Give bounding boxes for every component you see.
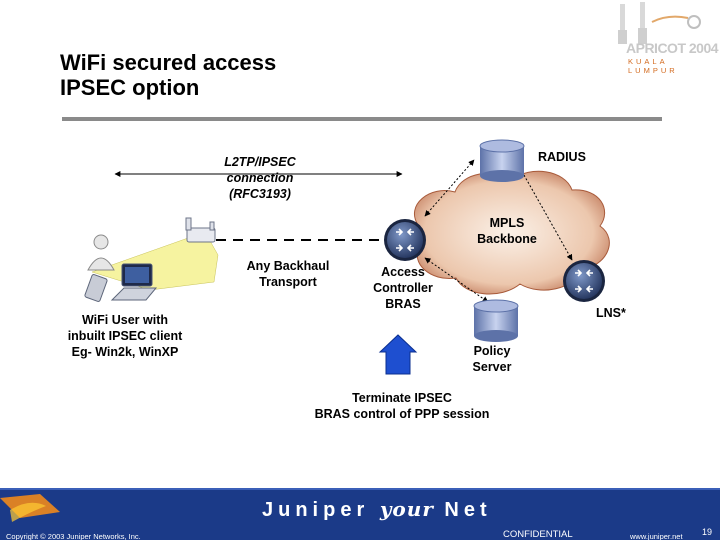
- backhaul-label-line: Transport: [259, 275, 317, 289]
- access-label-line: Controller: [373, 281, 433, 295]
- l2tp-label-line: L2TP/IPSEC: [224, 155, 296, 169]
- brand-right: Net: [444, 499, 492, 521]
- lns-router-icon: [563, 260, 605, 302]
- l2tp-label: L2TP/IPSEC connection (RFC3193): [190, 154, 330, 202]
- terminate-label-line: Terminate IPSEC: [352, 391, 452, 405]
- terminate-label: Terminate IPSEC BRAS control of PPP sess…: [292, 390, 512, 422]
- user-label-line: inbuilt IPSEC client: [67, 329, 183, 343]
- apricot-logo: [618, 2, 701, 44]
- mpls-label: MPLS Backbone: [462, 215, 552, 247]
- backhaul-label: Any Backhaul Transport: [222, 258, 354, 290]
- l2tp-label-line: (RFC3193): [229, 187, 291, 201]
- wifi-user-icon: [84, 234, 158, 302]
- page-number: 19: [702, 527, 713, 537]
- footer-bar: [0, 488, 720, 540]
- policy-server-icon: [473, 299, 519, 342]
- radius-label: RADIUS: [538, 150, 586, 164]
- access-controller-label: Access Controller BRAS: [358, 264, 448, 312]
- slide-title: WiFi secured access IPSEC option: [60, 50, 276, 100]
- access-controller-router-icon: [384, 219, 426, 261]
- access-label-line: BRAS: [385, 297, 421, 311]
- brand-wordmark: Juniper your Net: [262, 497, 492, 522]
- network-diagram: [84, 139, 610, 375]
- title-underline: [62, 117, 662, 121]
- wifi-user-label: WiFi User with inbuilt IPSEC client Eg- …: [50, 312, 200, 360]
- logo-name: APRICOT 2004: [626, 40, 719, 56]
- mpls-label-line: MPLS: [489, 216, 525, 230]
- policy-dotted-link: [424, 257, 489, 303]
- title-line-2: IPSEC option: [60, 75, 200, 100]
- terminate-label-line: BRAS control of PPP session: [314, 407, 490, 421]
- brand-left: Juniper: [262, 499, 370, 521]
- radius-dotted-link: [424, 159, 475, 217]
- policy-label-line: Server: [472, 360, 512, 374]
- user-label-line: WiFi User with: [81, 313, 168, 327]
- access-point-icon: [185, 217, 216, 243]
- footer-graphic: [0, 488, 720, 522]
- radius-server-icon: [479, 139, 525, 182]
- mpls-label-line: Backbone: [477, 232, 537, 246]
- brand-mid: your: [379, 497, 434, 521]
- lns-dotted-link: [519, 167, 573, 261]
- access-label-line: Access: [381, 265, 425, 279]
- copyright-text: Copyright © 2003 Juniper Networks, Inc.: [6, 532, 141, 541]
- policy-server-label: Policy Server: [452, 343, 532, 375]
- footer-url[interactable]: www.juniper.net: [630, 532, 683, 541]
- title-line-1: WiFi secured access: [60, 50, 277, 75]
- l2tp-label-line: connection: [226, 171, 294, 185]
- policy-label-line: Policy: [473, 344, 511, 358]
- lns-label: LNS*: [596, 306, 626, 320]
- confidential-text: CONFIDENTIAL: [503, 529, 573, 540]
- terminate-up-arrow: [378, 334, 418, 375]
- logo-place: KUALA LUMPUR: [628, 57, 678, 75]
- backhaul-label-line: Any Backhaul: [246, 259, 330, 273]
- user-label-line: Eg- Win2k, WinXP: [71, 345, 179, 359]
